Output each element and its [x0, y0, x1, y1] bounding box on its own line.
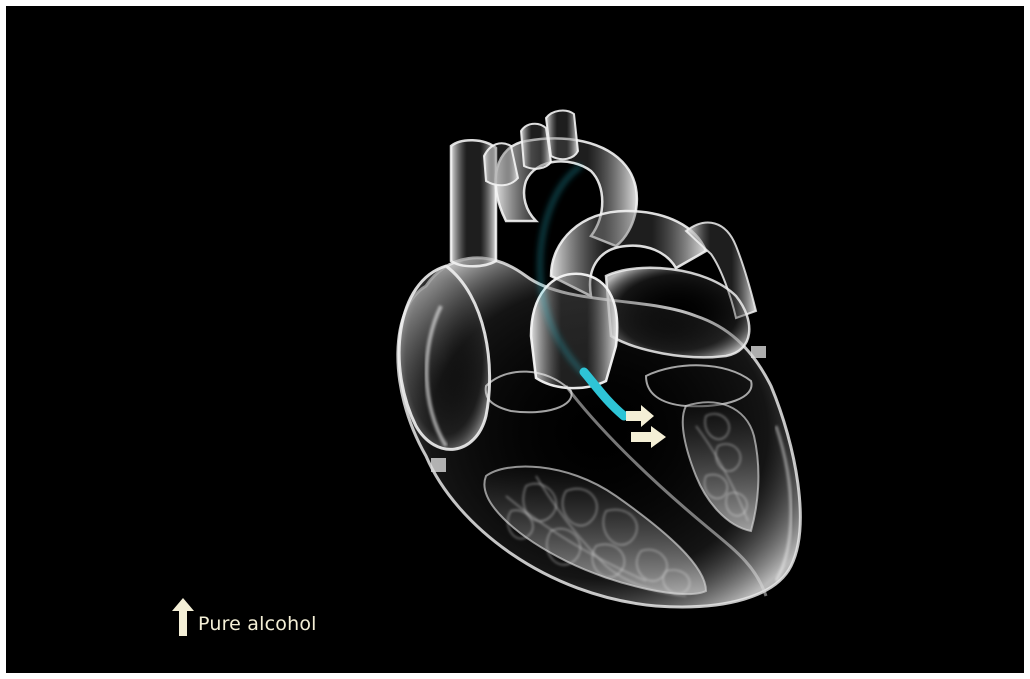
illustration-frame: Pure alcohol [6, 6, 1024, 673]
pulmonary-vein [751, 346, 766, 358]
legend: Pure alcohol [172, 596, 317, 636]
heart-illustration [6, 6, 1024, 673]
inferior-vena-cava [431, 458, 446, 472]
legend-label: Pure alcohol [198, 615, 317, 636]
up-arrow-icon [172, 598, 194, 636]
carotid-artery [521, 124, 551, 169]
subclavian-artery [546, 111, 578, 160]
